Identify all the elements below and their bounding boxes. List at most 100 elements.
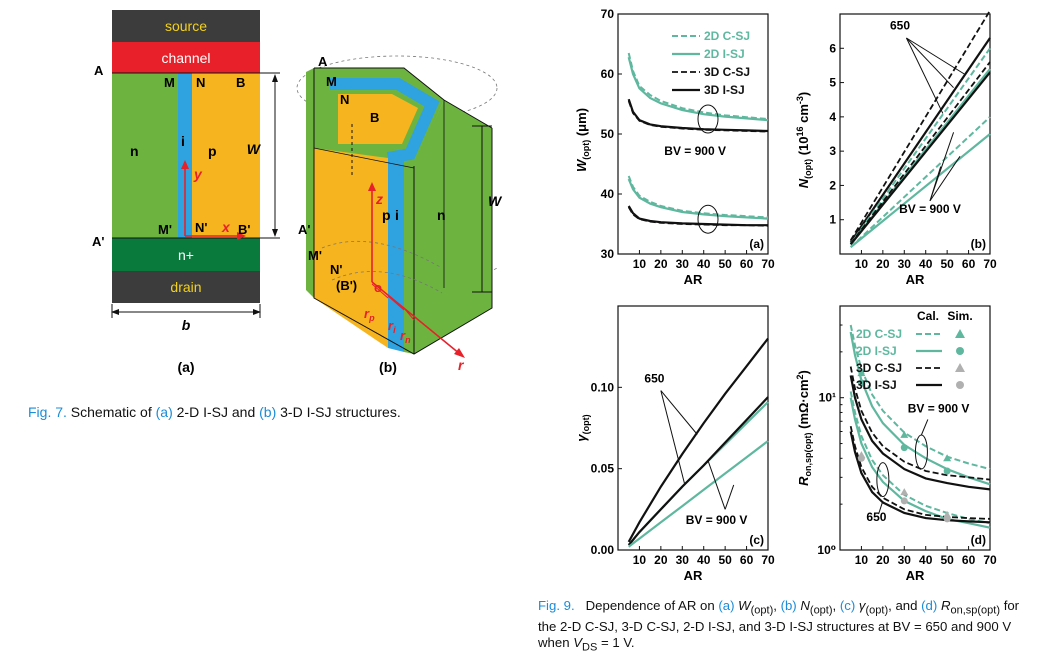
label-rp: rp bbox=[364, 306, 375, 323]
y-tick-label: 50 bbox=[601, 127, 615, 141]
dashed-arc-1 bbox=[321, 240, 443, 269]
label-W-3d: W bbox=[488, 193, 503, 209]
label-A-prime-3d: A' bbox=[298, 222, 310, 237]
x-tick-label: 70 bbox=[983, 257, 997, 271]
r-axis-arrow bbox=[371, 281, 461, 355]
x-tick-label: 70 bbox=[761, 257, 775, 271]
label-n: n bbox=[130, 143, 139, 159]
label-p: p bbox=[208, 143, 217, 159]
x-arrowhead bbox=[237, 232, 246, 240]
series-line bbox=[849, 37, 991, 243]
series-line bbox=[849, 331, 991, 486]
label-n-3d: n bbox=[437, 207, 446, 223]
legend-circle-marker bbox=[956, 381, 964, 389]
fig7b-panel-label: (b) bbox=[379, 359, 397, 375]
front-i-face bbox=[388, 158, 404, 352]
y-tick-label: 4 bbox=[829, 110, 836, 124]
sim-circle-point bbox=[857, 454, 865, 462]
series-line bbox=[849, 397, 991, 529]
x-tick-label: 60 bbox=[962, 553, 976, 567]
legend-label: 3D I-SJ bbox=[856, 378, 897, 392]
series-line bbox=[628, 440, 769, 548]
y-tick-label: 0.10 bbox=[591, 380, 615, 394]
plot-frame bbox=[839, 13, 991, 255]
y-tick-label: 40 bbox=[601, 187, 615, 201]
y-tick-label: 10⁰ bbox=[817, 543, 836, 557]
y-tick-label: 70 bbox=[601, 7, 615, 21]
x-tick-label: 10 bbox=[633, 257, 647, 271]
leader-line bbox=[906, 37, 965, 75]
drain-layer bbox=[112, 271, 260, 303]
plot-frame bbox=[617, 305, 769, 551]
leader-line bbox=[929, 166, 942, 202]
label-N-prime-3d: N' bbox=[330, 262, 342, 277]
drain-label: drain bbox=[170, 279, 201, 295]
bv-annotation: BV = 900 V bbox=[686, 513, 748, 527]
series-line bbox=[627, 175, 769, 219]
panel-label: (b) bbox=[971, 237, 986, 251]
series-line bbox=[849, 71, 991, 246]
source-layer bbox=[112, 10, 260, 42]
y-axis-label: W(opt) (μm) bbox=[574, 108, 591, 172]
n-plus-layer bbox=[112, 238, 260, 271]
y-axis-label: N(opt) (1016 cm-3) bbox=[795, 92, 813, 189]
x-tick-label: 50 bbox=[718, 257, 732, 271]
leader-line bbox=[920, 419, 929, 436]
series-line bbox=[627, 52, 769, 120]
x-tick-label: 50 bbox=[718, 553, 732, 567]
fig7a-panel-label: (a) bbox=[177, 359, 194, 375]
x-tick-label: 50 bbox=[940, 257, 954, 271]
leader-line bbox=[660, 390, 685, 484]
series-line bbox=[849, 324, 991, 471]
series-line bbox=[849, 366, 991, 481]
i-region bbox=[178, 73, 192, 238]
series-line bbox=[850, 116, 991, 248]
W-arrow-bottom bbox=[272, 229, 278, 237]
bv-annotation: BV = 900 V bbox=[899, 202, 961, 216]
legend-label: 3D C-SJ bbox=[856, 361, 902, 375]
legend-label: 2D I-SJ bbox=[856, 344, 897, 358]
y-arrowhead bbox=[181, 160, 189, 169]
annotation-ellipse bbox=[914, 434, 928, 470]
plot-frame bbox=[839, 305, 991, 551]
b-arrow-right bbox=[253, 309, 261, 315]
top-p-core bbox=[338, 94, 418, 144]
sim-circle-point bbox=[943, 467, 951, 475]
y-tick-label: 2 bbox=[829, 178, 836, 192]
right-n-face bbox=[414, 100, 492, 354]
n-region bbox=[112, 73, 178, 238]
sim-circle-point bbox=[900, 444, 908, 452]
x-tick-label: 30 bbox=[898, 257, 912, 271]
label-z: z bbox=[375, 191, 383, 207]
x-tick-label: 10 bbox=[855, 553, 869, 567]
label-x: x bbox=[221, 219, 231, 235]
fig7b-diagram: z o r rp ri rn W A M N B p i n A' M' N' … bbox=[296, 54, 503, 375]
x-tick-label: 60 bbox=[740, 553, 754, 567]
legend-triangle-marker bbox=[955, 329, 965, 338]
y-tick-label: 6 bbox=[829, 41, 836, 55]
x-tick-label: 60 bbox=[962, 257, 976, 271]
top-i-band bbox=[330, 78, 440, 164]
x-tick-label: 40 bbox=[919, 257, 933, 271]
y-tick-label: 1 bbox=[829, 213, 836, 227]
label-B-prime-3d: (B') bbox=[336, 278, 357, 293]
fig7-caption: Fig. 7. Schematic of (a) 2-D I-SJ and (b… bbox=[28, 404, 401, 420]
x-axis-label: AR bbox=[906, 568, 925, 583]
y-tick-label: 10¹ bbox=[819, 391, 836, 405]
y-axis-label: γ(opt) bbox=[574, 414, 591, 441]
sim-triangle-point bbox=[857, 369, 866, 377]
series-line bbox=[849, 431, 991, 524]
legend-label: 2D I-SJ bbox=[704, 47, 745, 61]
label-i-3d: i bbox=[395, 207, 399, 223]
leader-line bbox=[660, 390, 698, 435]
sim-triangle-point bbox=[900, 488, 909, 496]
label-ri: ri bbox=[388, 318, 396, 335]
label-p-3d: p bbox=[382, 207, 391, 223]
label-M: M bbox=[164, 75, 175, 90]
x-tick-label: 40 bbox=[697, 553, 711, 567]
label-B-3d: B bbox=[370, 110, 379, 125]
sim-circle-point bbox=[900, 497, 908, 505]
label-N-prime: N' bbox=[195, 220, 207, 235]
label-B-prime: B' bbox=[238, 222, 250, 237]
